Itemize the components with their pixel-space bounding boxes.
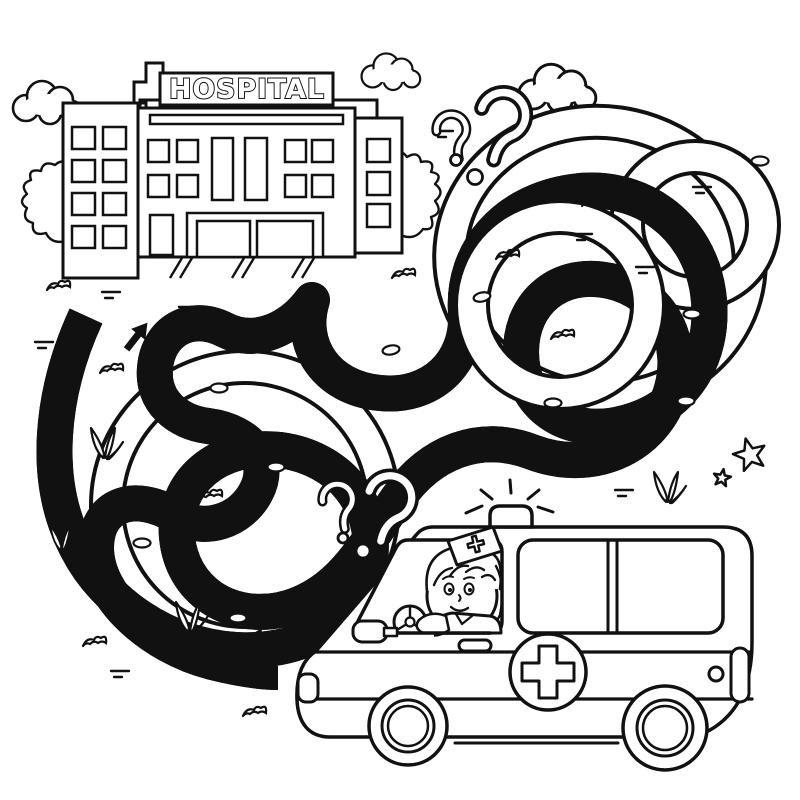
grass-tuft-icon (390, 267, 417, 280)
question-marks-ambulance (319, 472, 416, 560)
side-window (516, 538, 725, 635)
facade-banner (148, 113, 345, 126)
facade-windows (146, 136, 335, 202)
rear-wheel (621, 684, 709, 772)
pebble-icon (543, 397, 563, 409)
grass-tuft-icon (81, 635, 108, 648)
hospital-sign-text: HOSPITAL (169, 74, 325, 105)
door-handle (457, 638, 493, 653)
question-dot-icon (449, 153, 463, 167)
pebble-icon (209, 382, 229, 394)
door-right (255, 219, 315, 259)
cap-cross-icon (466, 534, 486, 554)
question-marks-top (433, 88, 530, 186)
driver-doctor (360, 525, 504, 645)
left-wing-windows (70, 125, 128, 250)
grass-clump-icon (652, 470, 688, 505)
fuel-cap (707, 665, 725, 683)
maze-loop (454, 199, 666, 411)
question-dot-icon (466, 168, 484, 186)
maze-tangle (54, 103, 781, 672)
door-left (195, 219, 252, 259)
pebble-icon (682, 308, 702, 320)
ambulance (295, 478, 754, 772)
mirror-bracket (382, 626, 399, 638)
dash-icon (109, 669, 131, 679)
bush-icon (394, 151, 442, 239)
driver-face (442, 575, 475, 612)
pebble-icon (228, 612, 248, 624)
hospital-entrance (148, 211, 325, 259)
window-divider (606, 538, 619, 635)
entrance-hatching (168, 257, 316, 279)
rear-pillar (729, 646, 751, 704)
side-mirror (351, 619, 389, 644)
grass-tuft-icon (549, 328, 576, 341)
grass-tuft-icon (45, 279, 72, 292)
dash-icon (33, 340, 55, 350)
front-bumper (296, 672, 320, 704)
maze-road (54, 191, 709, 672)
star-icon (712, 468, 732, 487)
cross-emblem-icon (520, 644, 576, 700)
driver-collar (454, 612, 474, 626)
grass-tuft-icon (241, 705, 268, 718)
pebble-icon (750, 155, 770, 167)
question-dot-icon (336, 531, 350, 545)
beacon-rays (464, 478, 555, 515)
grass-tuft-icon (98, 362, 125, 375)
beacon-light (488, 504, 534, 529)
dash-icon (613, 488, 635, 498)
stars (712, 434, 769, 486)
bush-icon (20, 160, 72, 244)
pebble-icon (676, 395, 696, 407)
question-dot-icon (354, 542, 372, 560)
star-icon (730, 434, 769, 472)
pebble-icon (266, 461, 286, 473)
pebble-icon (132, 537, 152, 549)
front-wheel (367, 685, 449, 767)
right-wing-windows (365, 137, 392, 229)
hospital-building: HOSPITAL (61, 61, 404, 280)
hospital-sign-board (158, 71, 335, 107)
bushes (20, 151, 442, 244)
dash-icon (100, 290, 122, 300)
pebble-icon (380, 342, 402, 358)
cloud-icon (360, 52, 422, 92)
